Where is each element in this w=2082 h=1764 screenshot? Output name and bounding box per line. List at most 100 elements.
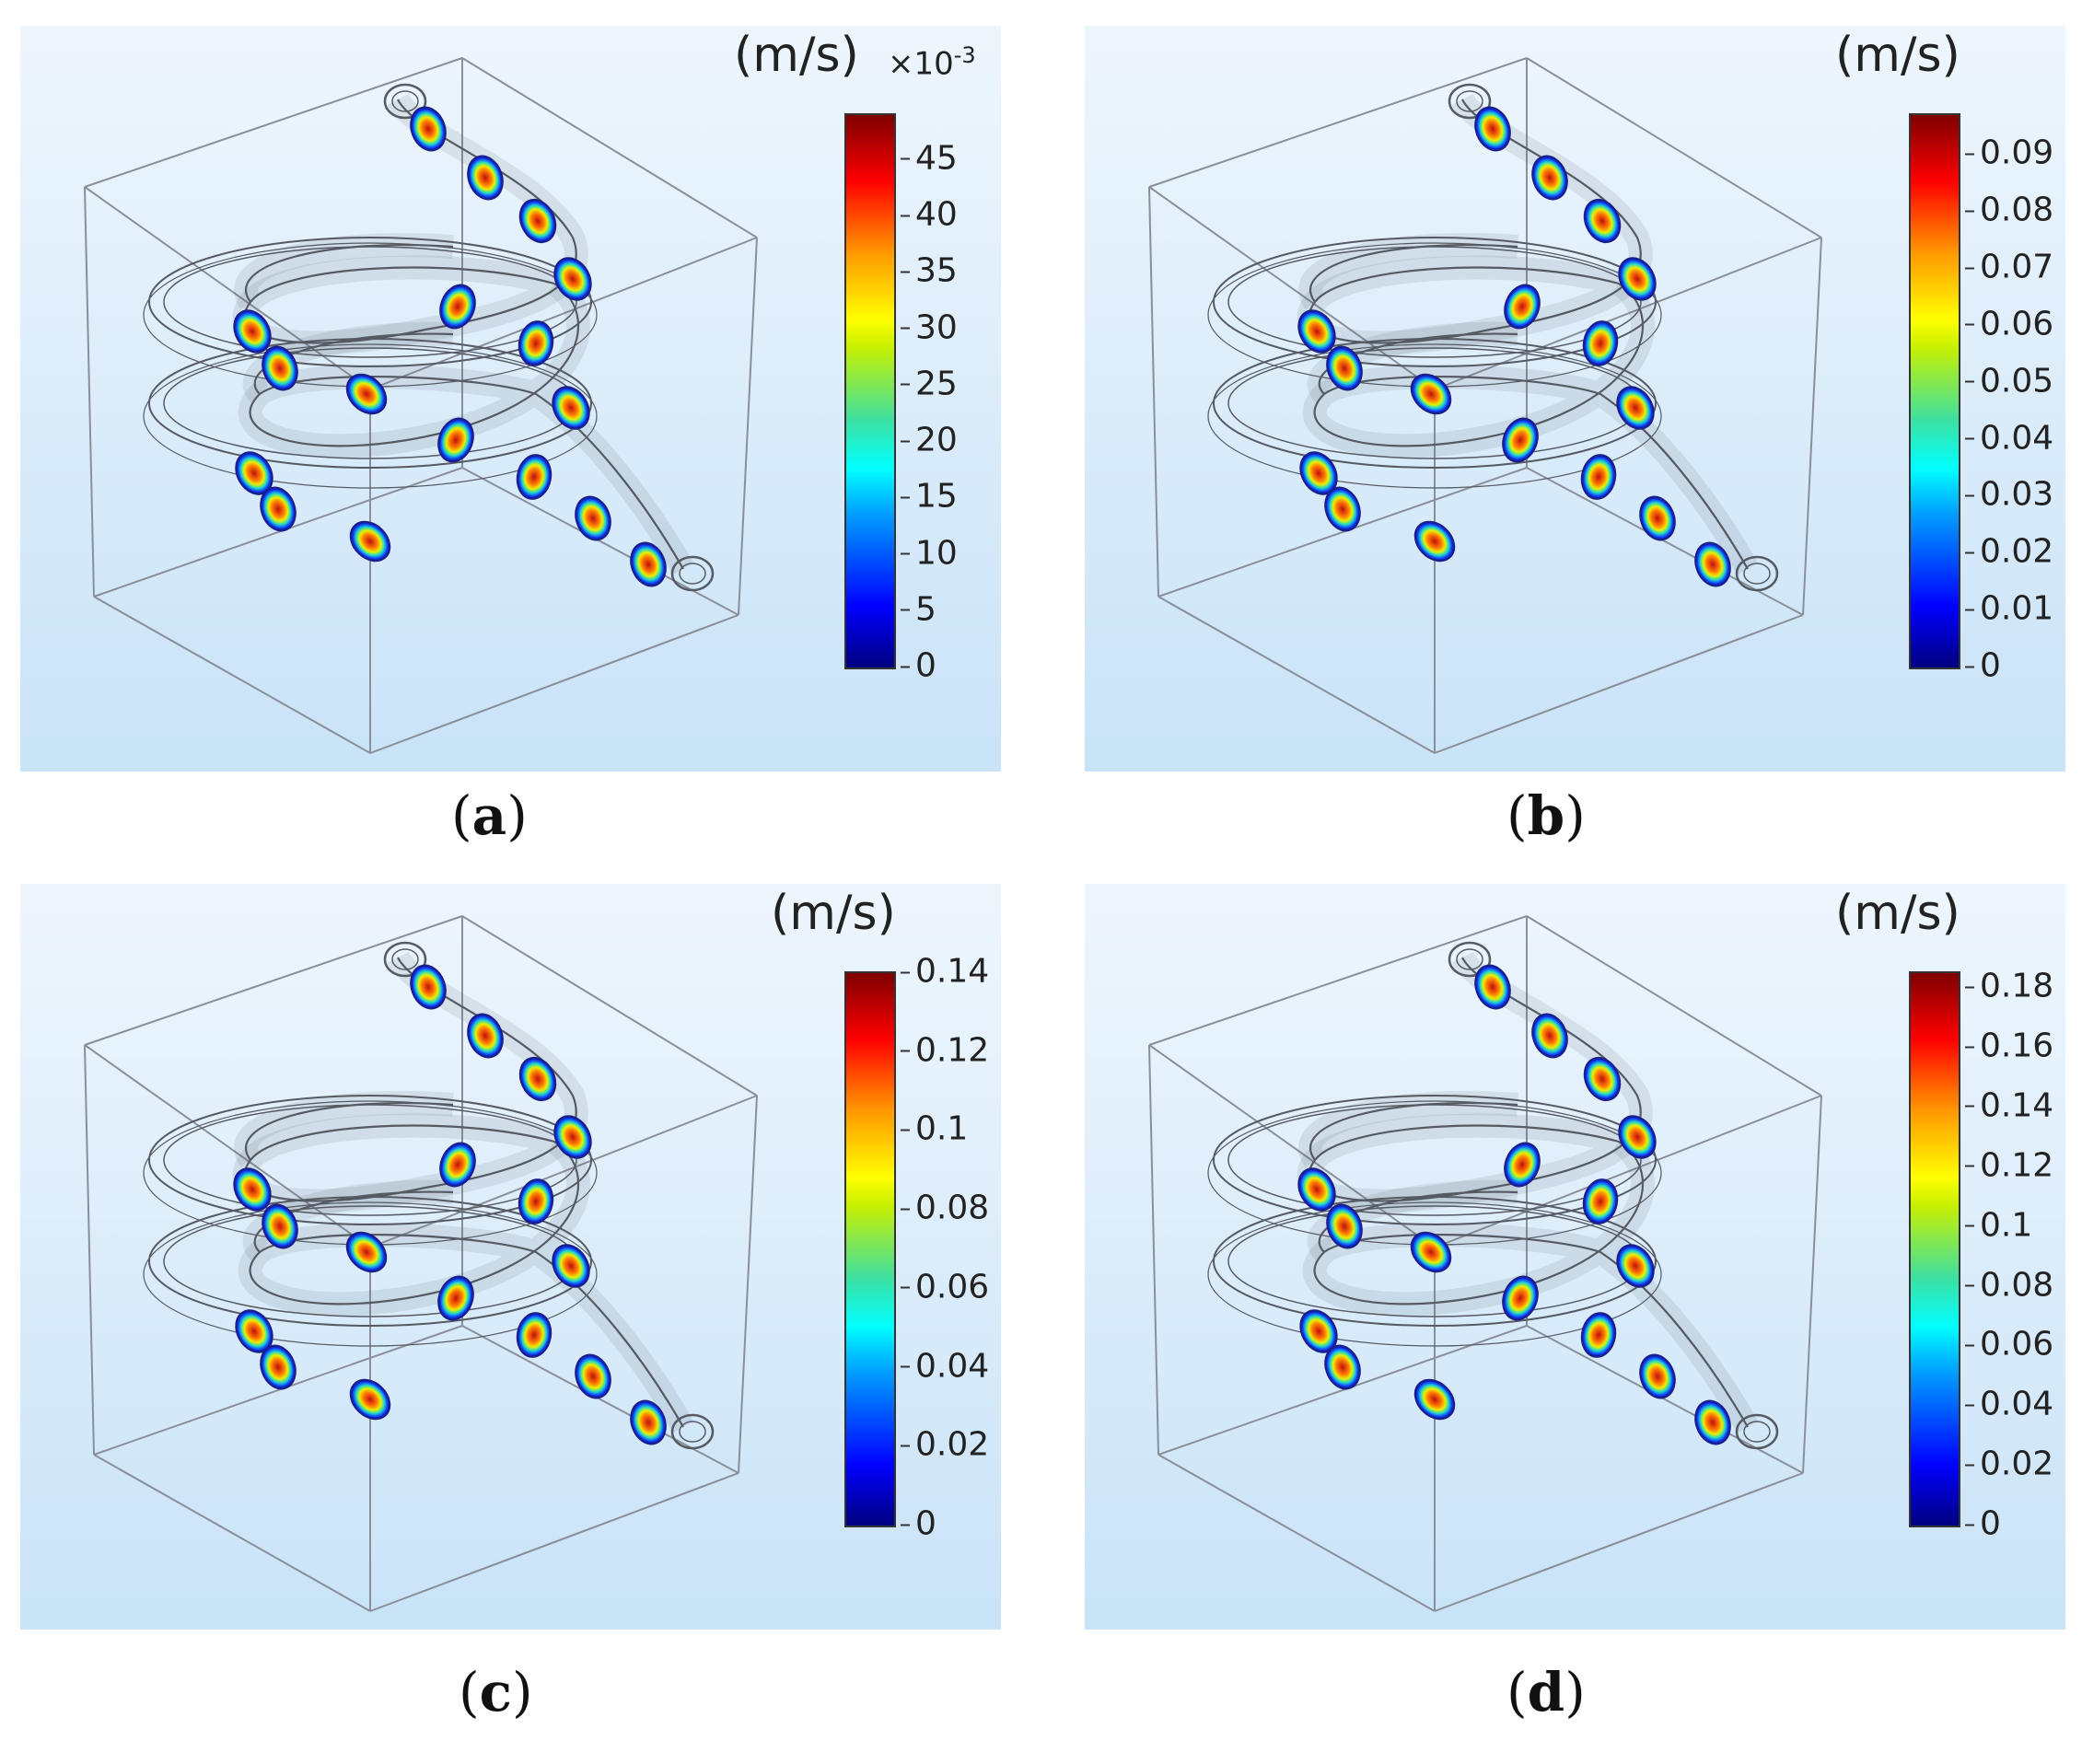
- box-edge: [369, 1472, 739, 1612]
- colorbar: [1909, 971, 1960, 1527]
- velocity-cross-section: [1324, 486, 1361, 532]
- velocity-cross-section: [1474, 106, 1511, 152]
- helix-loop-inner: [163, 246, 577, 358]
- helix-tube-edge: [1308, 99, 1642, 344]
- box-edge: [84, 57, 463, 188]
- velocity-cross-section: [1324, 1344, 1361, 1390]
- helix-loop: [1213, 338, 1657, 469]
- velocity-cross-section: [1616, 1244, 1655, 1288]
- velocity-cross-section: [1618, 1115, 1657, 1159]
- box-edge: [84, 915, 463, 1046]
- box-edge: [1157, 467, 1528, 598]
- velocity-cross-section: [1531, 1013, 1568, 1059]
- velocity-cross-section: [552, 386, 590, 430]
- velocity-cross-section: [1502, 1275, 1539, 1321]
- velocity-cross-section: [1639, 495, 1676, 541]
- velocity-cross-section: [518, 1056, 557, 1102]
- velocity-cross-section: [439, 284, 476, 330]
- helix-loop-outer: [1207, 1201, 1662, 1347]
- velocity-cross-section: [1504, 1142, 1541, 1188]
- scene-c: [20, 884, 1001, 1630]
- colorbar-tick-label: 0.03: [1964, 475, 2054, 514]
- caption-c: (c): [459, 1661, 533, 1723]
- colorbar-tick-label: 45: [901, 139, 958, 178]
- tube-end-cap: [670, 1413, 715, 1450]
- velocity-cross-section: [630, 541, 667, 587]
- box-edge: [1148, 1044, 1159, 1456]
- velocity-cross-section: [1504, 284, 1541, 330]
- velocity-cross-section: [1297, 1167, 1336, 1212]
- scene-a: [20, 26, 1001, 772]
- box-edge: [93, 1325, 463, 1456]
- velocity-cross-section: [1583, 198, 1622, 244]
- tube-end-cap: [1448, 83, 1492, 120]
- helix-loop-inner: [1227, 246, 1642, 358]
- box-edge: [1802, 1095, 1822, 1474]
- colorbar-tick-label: 5: [901, 590, 936, 629]
- colorbar-tick-label: 0.14: [900, 952, 990, 991]
- box-edge: [369, 614, 739, 754]
- velocity-cross-section: [1410, 373, 1452, 415]
- velocity-cross-section: [1531, 155, 1568, 201]
- multiplier-exponent: -3: [953, 42, 976, 68]
- colorbar-tick-label: 0.08: [900, 1189, 990, 1227]
- colorbar-tick-label: 0.06: [1964, 1325, 2054, 1364]
- colorbar-tick-label: 35: [901, 251, 958, 290]
- caption-d: (d): [1506, 1661, 1586, 1723]
- box-edge: [93, 467, 463, 598]
- caption-b: (b): [1506, 784, 1586, 847]
- colorbar-tick-label: 0.06: [900, 1268, 990, 1306]
- velocity-cross-section: [1413, 1378, 1456, 1421]
- velocity-cross-section: [1474, 964, 1511, 1010]
- tube-end-cap-inner: [1456, 90, 1483, 112]
- box-edge: [461, 915, 758, 1097]
- helix-loop-outer: [1207, 343, 1662, 489]
- colorbar-tick-label: 0.07: [1964, 248, 2054, 286]
- box-edge: [1434, 614, 1804, 754]
- colorbar-tick-label: 30: [901, 308, 958, 347]
- colorbar-multiplier: ×10-3: [888, 42, 976, 82]
- colorbar-tick-label: 0.1: [900, 1109, 969, 1148]
- tube-end-cap-inner: [391, 948, 419, 970]
- colorbar-tick-label: 0.1: [1964, 1206, 2033, 1245]
- velocity-cross-section: [518, 1178, 554, 1224]
- colorbar: [844, 113, 896, 669]
- tube-end-cap: [383, 83, 427, 120]
- colorbar-tick-label: 0.01: [1964, 589, 2054, 628]
- colorbar-tick-label: 0.08: [1964, 191, 2054, 229]
- velocity-cross-section: [1413, 520, 1456, 563]
- colorbar-tick-label: 0.09: [1964, 133, 2054, 172]
- multiplier-base: ×10: [888, 45, 954, 83]
- box-edge: [738, 237, 758, 616]
- unit-label: (m/s): [771, 886, 896, 941]
- velocity-cross-section: [575, 495, 611, 541]
- colorbar-tick-label: 0.02: [1964, 1445, 2054, 1483]
- velocity-cross-section: [518, 320, 554, 366]
- colorbar-tick-label: 0: [901, 1504, 936, 1543]
- box-edge: [84, 1044, 95, 1456]
- velocity-cross-section: [630, 1399, 667, 1445]
- colorbar-tick-label: 20: [901, 421, 958, 459]
- velocity-cross-section: [552, 1244, 590, 1288]
- velocity-cross-section: [1410, 1231, 1452, 1273]
- colorbar-tick-label: 0.04: [1964, 1385, 2054, 1423]
- colorbar-tick-label: 0.04: [900, 1347, 990, 1386]
- unit-label: (m/s): [1835, 28, 1960, 83]
- colorbar-tick-label: 0.02: [1964, 532, 2054, 571]
- colorbar-tick-label: 0.05: [1964, 362, 2054, 400]
- velocity-cross-section: [553, 257, 592, 301]
- tube-end-cap-inner: [1456, 948, 1483, 970]
- helix-loop-outer: [143, 343, 598, 489]
- colorbar-tick-label: 0.08: [1964, 1266, 2054, 1305]
- colorbar-tick-label: 0: [1965, 646, 2001, 685]
- velocity-cross-section: [410, 964, 447, 1010]
- tube-end-cap: [670, 555, 715, 592]
- colorbar-tick-label: 0.12: [1964, 1146, 2054, 1185]
- caption-a: (a): [451, 784, 528, 847]
- helix-loop: [1213, 237, 1657, 367]
- colorbar-tick-label: 0.12: [900, 1031, 990, 1070]
- helix-tube-edge: [244, 244, 454, 303]
- velocity-cross-section: [553, 1115, 592, 1159]
- velocity-cross-section: [467, 155, 504, 201]
